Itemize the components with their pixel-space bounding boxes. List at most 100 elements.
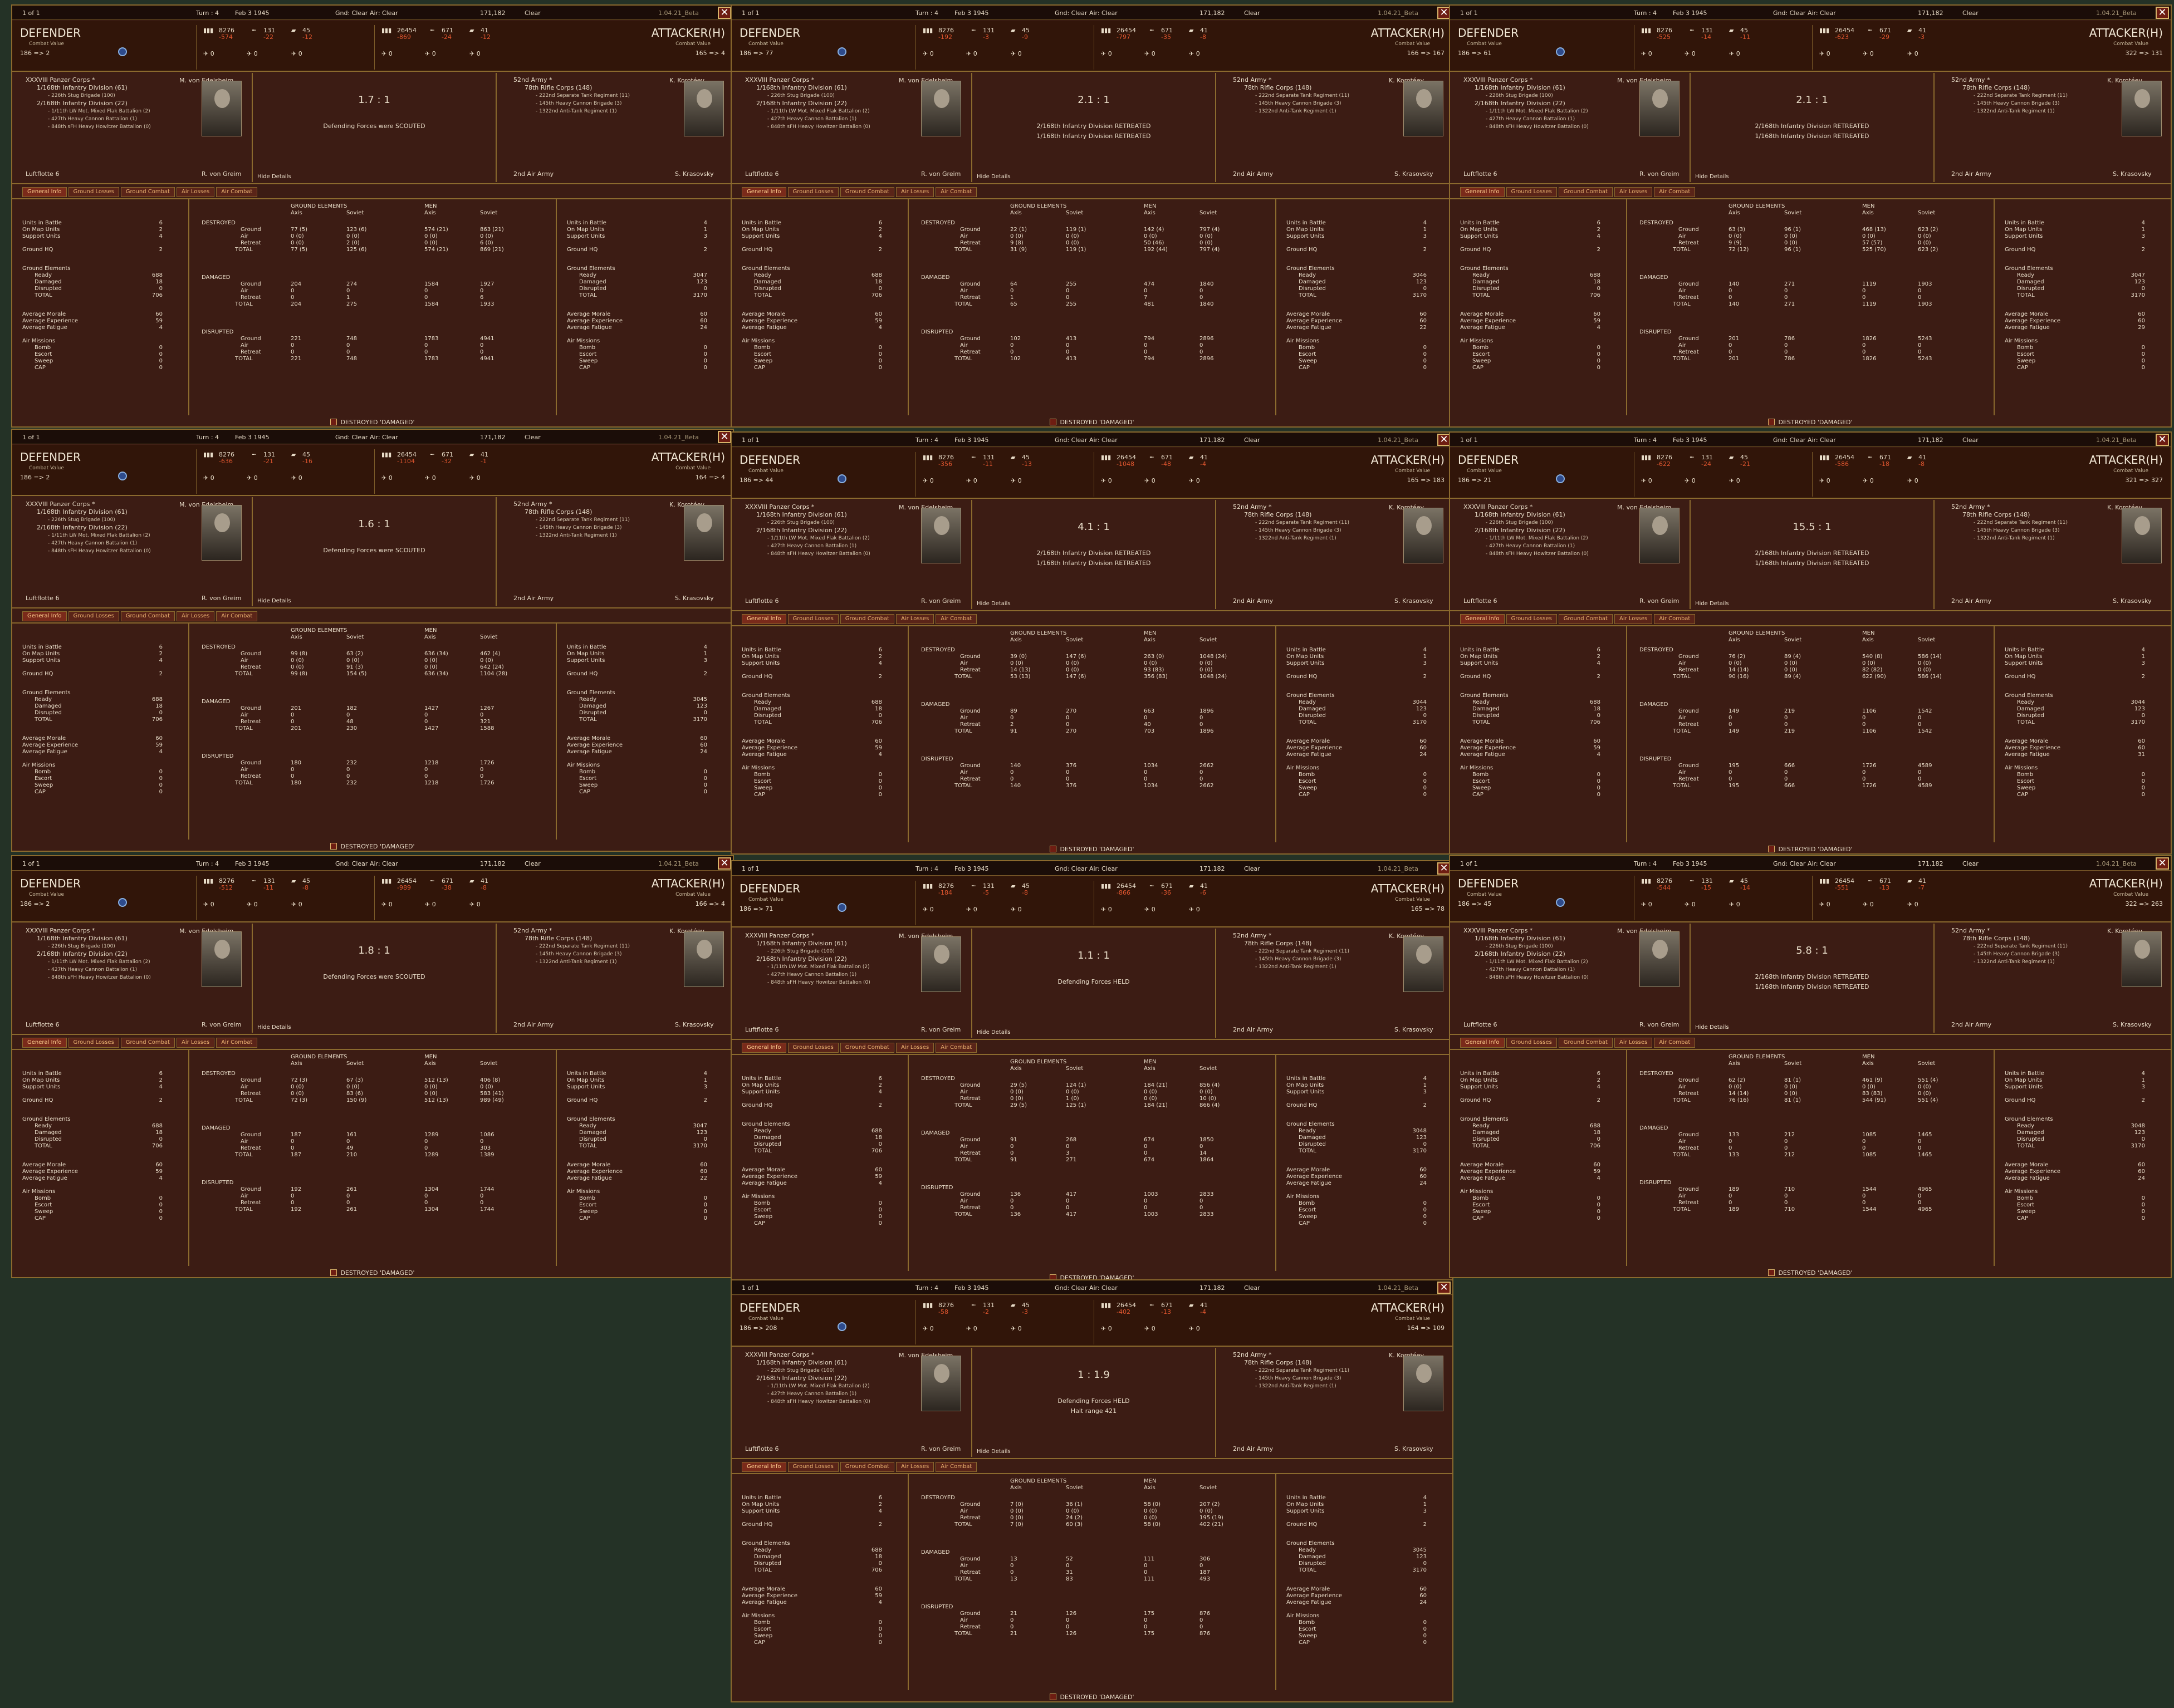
tab-air-losses[interactable]: Air Losses bbox=[176, 1038, 215, 1048]
tab-ground-combat[interactable]: Ground Combat bbox=[840, 1462, 894, 1472]
checkbox[interactable] bbox=[330, 843, 337, 850]
oob-unit[interactable]: XXXVIII Panzer Corps * bbox=[1463, 503, 1533, 511]
close-button[interactable]: ✕ bbox=[2156, 7, 2169, 19]
oob-unit[interactable]: - 222nd Separate Tank Regiment (11) bbox=[1255, 949, 1349, 954]
oob-unit[interactable]: XXXVIII Panzer Corps * bbox=[745, 503, 815, 511]
oob-unit[interactable]: - 1/11th LW Mot. Mixed Flak Battalion (2… bbox=[767, 536, 870, 541]
oob-unit[interactable]: 78th Rifle Corps (148) bbox=[1962, 511, 2030, 518]
oob-unit[interactable]: - 222nd Separate Tank Regiment (11) bbox=[1255, 93, 1349, 99]
tab-general-info[interactable]: General Info bbox=[22, 1038, 67, 1048]
footer-toggle[interactable]: DESTROYED 'DAMAGED' bbox=[1450, 419, 2171, 425]
tab-general-info[interactable]: General Info bbox=[22, 187, 67, 197]
oob-unit[interactable]: XXXVIII Panzer Corps * bbox=[26, 500, 95, 508]
tab-air-combat[interactable]: Air Combat bbox=[216, 187, 258, 197]
oob-unit[interactable]: - 848th sFH Heavy Howitzer Battalion (0) bbox=[767, 1399, 870, 1405]
tab-general-info[interactable]: General Info bbox=[742, 187, 786, 197]
tab-ground-losses[interactable]: Ground Losses bbox=[68, 187, 119, 197]
oob-unit[interactable]: - 145th Heavy Cannon Brigade (3) bbox=[536, 101, 622, 106]
oob-unit[interactable]: - 848th sFH Heavy Howitzer Battalion (0) bbox=[48, 548, 151, 554]
oob-unit[interactable]: - 226th Stug Brigade (100) bbox=[767, 949, 835, 954]
oob-unit[interactable]: 1/168th Infantry Division (61) bbox=[756, 1359, 847, 1366]
oob-unit[interactable]: - 226th Stug Brigade (100) bbox=[1486, 93, 1553, 99]
oob-unit[interactable]: - 848th sFH Heavy Howitzer Battalion (0) bbox=[767, 551, 870, 557]
oob-unit[interactable]: XXXVIII Panzer Corps * bbox=[1463, 927, 1533, 934]
footer-toggle[interactable]: DESTROYED 'DAMAGED' bbox=[1450, 1269, 2171, 1276]
oob-unit[interactable]: XXXVIII Panzer Corps * bbox=[1463, 76, 1533, 84]
tab-ground-losses[interactable]: Ground Losses bbox=[1506, 187, 1557, 197]
checkbox[interactable] bbox=[1768, 846, 1775, 852]
oob-unit[interactable]: XXXVIII Panzer Corps * bbox=[745, 932, 815, 939]
oob-unit[interactable]: - 427th Heavy Cannon Battalion (1) bbox=[767, 972, 857, 978]
tab-general-info[interactable]: General Info bbox=[742, 614, 786, 624]
oob-unit[interactable]: - 1/11th LW Mot. Mixed Flak Battalion (2… bbox=[1486, 109, 1588, 114]
oob-unit[interactable]: - 427th Heavy Cannon Battalion (1) bbox=[767, 116, 857, 122]
oob-unit[interactable]: 52nd Army * bbox=[1233, 932, 1272, 939]
footer-toggle[interactable]: DESTROYED 'DAMAGED' bbox=[12, 1269, 733, 1276]
checkbox[interactable] bbox=[330, 419, 337, 425]
checkbox[interactable] bbox=[330, 1269, 337, 1276]
oob-unit[interactable]: - 848th sFH Heavy Howitzer Battalion (0) bbox=[1486, 975, 1589, 980]
oob-unit[interactable]: 2/168th Infantry Division (22) bbox=[756, 100, 847, 107]
tab-air-losses[interactable]: Air Losses bbox=[1614, 187, 1653, 197]
hide-details-button[interactable]: Hide Details bbox=[257, 174, 291, 180]
oob-unit[interactable]: 2/168th Infantry Division (22) bbox=[1475, 527, 1565, 534]
tab-air-combat[interactable]: Air Combat bbox=[936, 614, 977, 624]
oob-unit[interactable]: - 427th Heavy Cannon Battalion (1) bbox=[1486, 967, 1575, 973]
footer-toggle[interactable]: DESTROYED 'DAMAGED' bbox=[732, 1694, 1452, 1700]
tab-ground-losses[interactable]: Ground Losses bbox=[787, 187, 839, 197]
close-button[interactable]: ✕ bbox=[2156, 434, 2169, 446]
hide-details-button[interactable]: Hide Details bbox=[257, 598, 291, 604]
oob-unit[interactable]: - 1/11th LW Mot. Mixed Flak Battalion (2… bbox=[48, 959, 150, 965]
oob-unit[interactable]: - 427th Heavy Cannon Battalion (1) bbox=[48, 967, 138, 973]
tab-air-losses[interactable]: Air Losses bbox=[895, 187, 934, 197]
tab-air-combat[interactable]: Air Combat bbox=[1654, 187, 1696, 197]
oob-unit[interactable]: - 1322nd Anti-Tank Regiment (1) bbox=[536, 533, 617, 538]
oob-unit[interactable]: 2/168th Infantry Division (22) bbox=[37, 950, 128, 958]
oob-unit[interactable]: 1/168th Infantry Division (61) bbox=[756, 940, 847, 947]
oob-unit[interactable]: 78th Rifle Corps (148) bbox=[1244, 940, 1312, 947]
oob-unit[interactable]: - 145th Heavy Cannon Brigade (3) bbox=[536, 525, 622, 531]
tab-ground-losses[interactable]: Ground Losses bbox=[68, 611, 119, 621]
oob-unit[interactable]: - 226th Stug Brigade (100) bbox=[1486, 944, 1553, 949]
close-button[interactable]: ✕ bbox=[718, 7, 731, 19]
oob-unit[interactable]: 52nd Army * bbox=[513, 927, 552, 934]
tab-ground-combat[interactable]: Ground Combat bbox=[120, 187, 175, 197]
oob-unit[interactable]: - 145th Heavy Cannon Brigade (3) bbox=[1974, 101, 2060, 106]
oob-unit[interactable]: - 145th Heavy Cannon Brigade (3) bbox=[536, 951, 622, 957]
oob-unit[interactable]: - 848th sFH Heavy Howitzer Battalion (0) bbox=[1486, 124, 1589, 130]
oob-unit[interactable]: 78th Rifle Corps (148) bbox=[1244, 84, 1312, 91]
tab-ground-losses[interactable]: Ground Losses bbox=[1506, 614, 1557, 624]
oob-unit[interactable]: - 226th Stug Brigade (100) bbox=[48, 517, 115, 523]
tab-ground-losses[interactable]: Ground Losses bbox=[787, 1462, 839, 1472]
tab-ground-combat[interactable]: Ground Combat bbox=[1558, 187, 1613, 197]
oob-unit[interactable]: - 222nd Separate Tank Regiment (11) bbox=[536, 517, 630, 523]
tab-ground-combat[interactable]: Ground Combat bbox=[840, 1043, 894, 1053]
oob-unit[interactable]: 52nd Army * bbox=[1951, 503, 1990, 511]
tab-general-info[interactable]: General Info bbox=[1460, 1038, 1505, 1048]
oob-unit[interactable]: - 427th Heavy Cannon Battalion (1) bbox=[48, 541, 138, 546]
oob-unit[interactable]: - 1/11th LW Mot. Mixed Flak Battalion (2… bbox=[1486, 959, 1588, 965]
oob-unit[interactable]: 52nd Army * bbox=[1951, 927, 1990, 934]
tab-general-info[interactable]: General Info bbox=[1460, 187, 1505, 197]
tab-air-losses[interactable]: Air Losses bbox=[895, 1462, 934, 1472]
oob-unit[interactable]: - 1/11th LW Mot. Mixed Flak Battalion (2… bbox=[1486, 536, 1588, 541]
oob-unit[interactable]: - 427th Heavy Cannon Battalion (1) bbox=[1486, 543, 1575, 549]
checkbox[interactable] bbox=[1050, 419, 1057, 425]
oob-unit[interactable]: - 222nd Separate Tank Regiment (11) bbox=[1974, 520, 2068, 526]
oob-unit[interactable]: XXXVIII Panzer Corps * bbox=[26, 927, 95, 934]
hide-details-button[interactable]: Hide Details bbox=[257, 1024, 291, 1030]
oob-unit[interactable]: 78th Rifle Corps (148) bbox=[525, 935, 593, 942]
oob-unit[interactable]: - 145th Heavy Cannon Brigade (3) bbox=[1255, 956, 1341, 962]
tab-air-combat[interactable]: Air Combat bbox=[1654, 614, 1696, 624]
oob-unit[interactable]: 1/168th Infantry Division (61) bbox=[37, 935, 128, 942]
hide-details-button[interactable]: Hide Details bbox=[977, 1029, 1011, 1035]
tab-general-info[interactable]: General Info bbox=[1460, 614, 1505, 624]
checkbox[interactable] bbox=[1768, 419, 1775, 425]
tab-air-losses[interactable]: Air Losses bbox=[895, 614, 934, 624]
tab-air-combat[interactable]: Air Combat bbox=[936, 1043, 977, 1053]
tab-air-losses[interactable]: Air Losses bbox=[1614, 614, 1653, 624]
oob-unit[interactable]: - 1/11th LW Mot. Mixed Flak Battalion (2… bbox=[767, 964, 870, 970]
oob-unit[interactable]: - 222nd Separate Tank Regiment (11) bbox=[1255, 1368, 1349, 1373]
tab-ground-losses[interactable]: Ground Losses bbox=[787, 614, 839, 624]
close-button[interactable]: ✕ bbox=[718, 857, 731, 870]
